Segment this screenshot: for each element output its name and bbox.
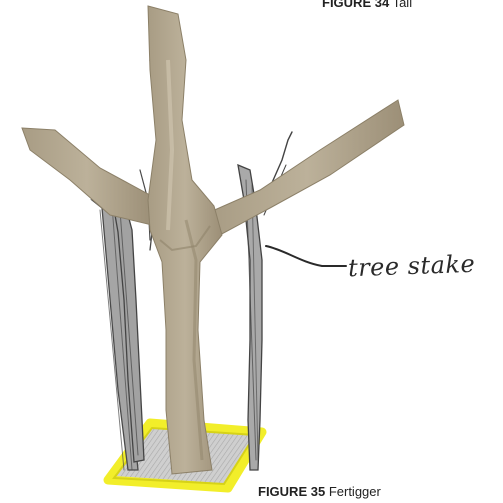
figure-number: FIGURE 35 [258,484,325,499]
figure-caption-top: FIGURE 34 Tall [322,0,412,10]
tree-trunk-sketch [22,6,404,474]
figure-number: FIGURE 34 [322,0,389,10]
figure-caption-text: Fertigger [329,484,381,499]
leader-line [266,246,346,266]
tree-stake-label: tree stake [348,250,476,282]
figure-caption-bottom: FIGURE 35 Fertigger [258,484,381,499]
figure-caption-text: Tall [393,0,413,10]
